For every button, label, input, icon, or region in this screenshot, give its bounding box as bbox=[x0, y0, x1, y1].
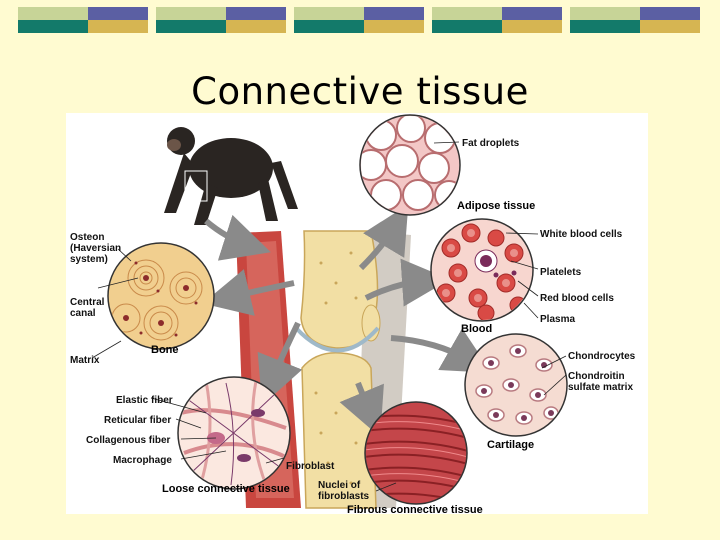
label-fibroblast: Fibroblast bbox=[286, 461, 335, 472]
label-collagenous-fiber: Collagenous fiber bbox=[86, 435, 171, 446]
label-platelets: Platelets bbox=[540, 267, 582, 278]
label-reticular-fiber: Reticular fiber bbox=[104, 415, 171, 426]
bone-circle bbox=[108, 243, 214, 349]
label-white-blood-cells: White blood cells bbox=[540, 229, 623, 240]
label-chondroitin-line1: Chondroitin bbox=[568, 371, 625, 382]
fibrous-connective-tissue-circle bbox=[364, 402, 468, 504]
label-elastic-fiber: Elastic fiber bbox=[116, 395, 173, 406]
label-blood: Blood bbox=[461, 323, 492, 335]
label-chondrocytes: Chondrocytes bbox=[568, 351, 636, 362]
label-bone: Bone bbox=[151, 344, 179, 356]
label-central-canal-line2: canal bbox=[70, 308, 96, 319]
chimpanzee-illustration bbox=[164, 127, 298, 225]
top-decor-band bbox=[570, 7, 700, 33]
slide-title: Connective tissue bbox=[0, 70, 720, 113]
label-matrix: Matrix bbox=[70, 355, 100, 366]
label-cartilage: Cartilage bbox=[487, 439, 534, 451]
label-loose-connective-tissue: Loose connective tissue bbox=[162, 483, 290, 495]
label-nuclei-line1: Nuclei of bbox=[318, 480, 361, 491]
top-decor-band bbox=[294, 7, 424, 33]
loose-connective-tissue-circle bbox=[178, 377, 290, 489]
connective-tissue-figure: Fat droplets Adipose tissue White blood … bbox=[66, 113, 648, 514]
label-chondroitin-line2: sulfate matrix bbox=[568, 382, 633, 393]
label-adipose-tissue: Adipose tissue bbox=[457, 200, 535, 212]
label-fat-droplets: Fat droplets bbox=[462, 138, 520, 149]
label-osteon-line1: Osteon bbox=[70, 232, 104, 243]
cartilage-circle bbox=[465, 334, 567, 436]
label-fibrous-connective-tissue: Fibrous connective tissue bbox=[347, 504, 483, 514]
label-nuclei-line2: fibroblasts bbox=[318, 491, 370, 502]
label-macrophage: Macrophage bbox=[113, 455, 172, 466]
adipose-tissue-circle bbox=[356, 114, 463, 215]
blood-circle bbox=[431, 219, 533, 321]
label-plasma: Plasma bbox=[540, 314, 575, 325]
label-red-blood-cells: Red blood cells bbox=[540, 293, 614, 304]
label-central-canal-line1: Central bbox=[70, 297, 105, 308]
top-decor-band bbox=[432, 7, 562, 33]
label-osteon-line3: system) bbox=[70, 254, 108, 265]
top-decor-band bbox=[18, 7, 148, 33]
top-decor-band bbox=[156, 7, 286, 33]
label-osteon-line2: (Haversian bbox=[70, 243, 121, 254]
